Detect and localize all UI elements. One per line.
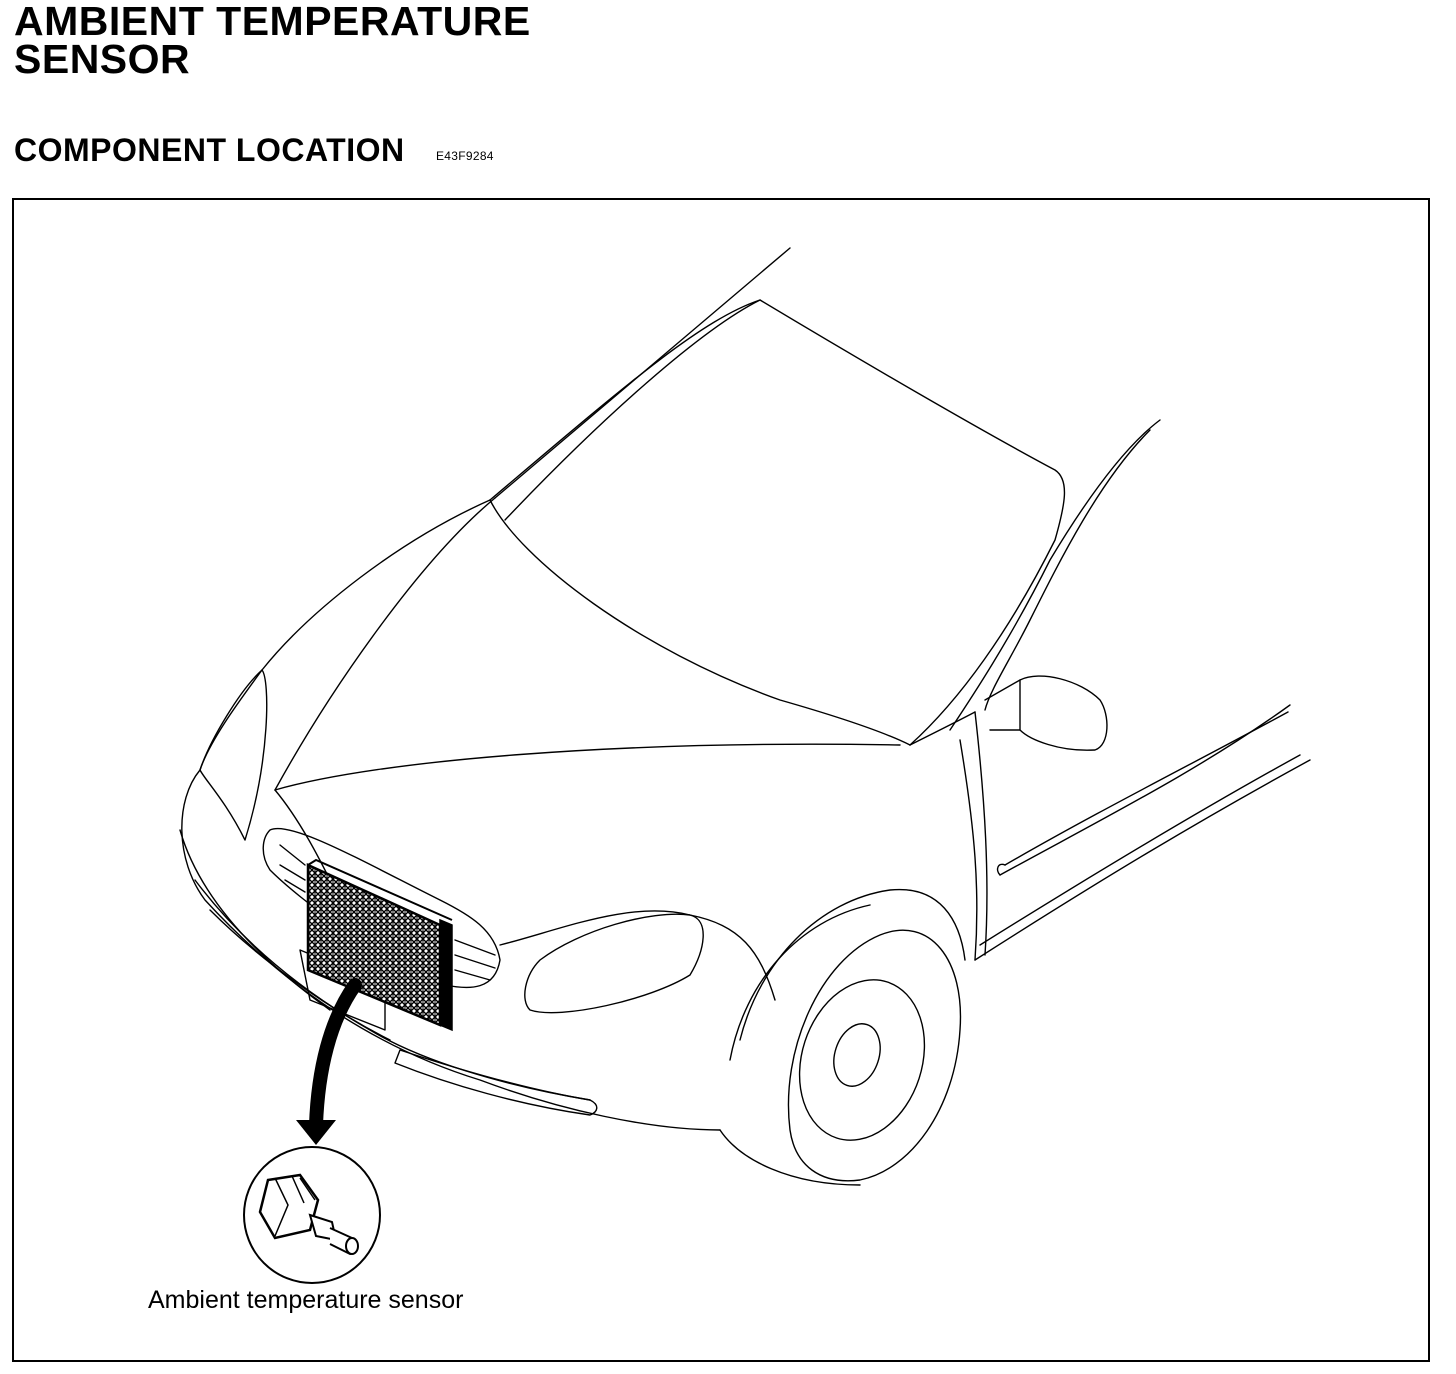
windshield — [504, 299, 1066, 746]
figure-frame — [12, 198, 1430, 1362]
callout-arrow — [296, 978, 362, 1145]
page-title-line-1: AMBIENT TEMPERATURE — [14, 0, 531, 44]
sensor-detail-circle — [243, 1146, 381, 1284]
page-title-line-2: SENSOR — [14, 36, 191, 82]
page-title: AMBIENT TEMPERATURE SENSOR — [14, 0, 531, 82]
left-headlight — [199, 669, 268, 841]
figure-code: E43F9284 — [436, 149, 494, 163]
front-wheel — [787, 929, 962, 1182]
callout-label: Ambient temperature sensor — [148, 1286, 464, 1314]
condenser-grille — [306, 858, 453, 1032]
right-headlight — [524, 913, 704, 1014]
section-title: COMPONENT LOCATION — [14, 132, 405, 168]
hood — [489, 499, 911, 746]
side-mirror — [1019, 675, 1108, 751]
wheel-hub — [798, 979, 926, 1141]
grille — [262, 827, 501, 989]
